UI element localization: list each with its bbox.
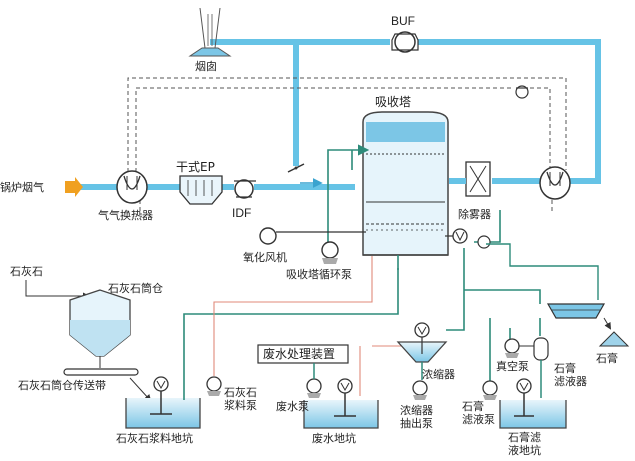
absorber-label: 吸收塔: [375, 95, 411, 109]
gypsum-filtrate-pump-line1: 石膏: [462, 399, 484, 413]
oxidation-fan-label: 氧化风机: [243, 250, 287, 264]
gas-heat-exchanger-icon: [116, 170, 148, 204]
chimney-icon: [188, 7, 232, 57]
limestone-silo-icon: [69, 289, 131, 368]
dry-ep-label: 干式EP: [176, 160, 215, 174]
absorber-circ-pump-icon: [321, 241, 339, 264]
reheat-exchanger-icon: [539, 166, 571, 200]
buf-label: BUF: [391, 14, 415, 28]
gypsum-filtrate-pump-line2: 滤液泵: [462, 412, 495, 426]
slurry-feed-line: [183, 268, 399, 400]
dry-ep-icon: [179, 175, 223, 205]
limestone-label: 石灰石: [10, 264, 43, 278]
damper-icon: [287, 163, 305, 173]
silo-conveyor-icon: [63, 368, 152, 402]
silo-conveyor-label: 石灰石筒仓传送带: [18, 378, 106, 392]
absorber-circ-pump-label: 吸收塔循环泵: [286, 267, 352, 281]
wastewater-pump-icon: [306, 363, 322, 398]
thickener-pump-label: 浓缩器抽出泵: [400, 404, 433, 430]
vacuum-pump-label: 真空泵: [496, 359, 529, 373]
absorber-agitator-icon: [445, 228, 491, 249]
gypsum-filtrate-pump-icon: [482, 380, 498, 400]
gypsum-filtrate-pit-icon: [499, 378, 567, 429]
vacuum-pump-icon: [504, 338, 534, 358]
gypsum-filter-label: 石膏滤液器: [554, 361, 587, 388]
thickener-pump-line1: 浓缩器: [400, 404, 433, 417]
gypsum-filtrate-pit-label: 石膏滤液地坑: [508, 430, 541, 457]
gypsum-filter-icon: [546, 303, 612, 330]
limestone-silo-label: 石灰石筒仓: [108, 281, 163, 295]
idf-label: IDF: [232, 206, 251, 220]
mist-eliminator-label: 除雾器: [458, 207, 491, 221]
buf-fan-icon: [391, 31, 419, 53]
boiler-gas-label: 锅炉烟气: [0, 180, 44, 194]
gypsum-pile-icon: [598, 331, 630, 347]
thickener-icon: [396, 322, 448, 380]
limestone-slurry-pump-line2: 浆料泵: [224, 398, 257, 412]
gypsum-feed-line: [486, 243, 599, 300]
wastewater-pit-label: 废水地坑: [312, 431, 356, 445]
wastewater-pit-icon: [303, 378, 379, 429]
gypsum-label: 石膏: [596, 351, 618, 365]
wastewater-pump-label: 废水泵: [276, 399, 309, 413]
inlet-arrow-icon: [65, 177, 83, 197]
gypsum-filtrate-pit-line2: 液地坑: [508, 443, 541, 457]
chimney-label: 烟囱: [195, 59, 217, 73]
wastewater-treatment-box: [257, 344, 349, 364]
gas-ducts: [80, 39, 601, 190]
mist-eliminator-icon: [449, 161, 491, 197]
limestone-slurry-pump-line1: 石灰石: [224, 385, 257, 399]
limestone-slurry-pump-label: 石灰石浆料泵: [224, 385, 257, 412]
gas-heat-exchanger-label: 气气换热器: [98, 208, 153, 222]
gypsum-filter-line2: 滤液器: [554, 374, 587, 388]
limestone-slurry-pit-label: 石灰石浆料地坑: [116, 431, 193, 445]
thickener-label: 浓缩器: [422, 368, 455, 381]
dashed-lines: [127, 77, 567, 215]
dashed-fan-icon: [515, 85, 529, 99]
limestone-feed-line: [25, 280, 90, 300]
thickener-pump-line2: 抽出泵: [400, 416, 433, 430]
limestone-slurry-pit-icon: [125, 376, 201, 429]
filtrate-receiver-icon: [533, 337, 549, 398]
gypsum-filtrate-pump-label: 石膏滤液泵: [462, 399, 495, 426]
absorber-tower-icon: [362, 111, 449, 256]
oxidation-fan-icon: [259, 227, 366, 245]
gypsum-filtrate-pit-line1: 石膏滤: [508, 430, 541, 444]
wastewater-treatment-label: 废水处理装置: [263, 346, 335, 361]
gypsum-filter-line1: 石膏: [554, 361, 576, 375]
thickener-pump-icon: [412, 380, 428, 400]
idf-fan-icon: [234, 179, 256, 199]
slurry-lines-right: [446, 248, 541, 400]
limestone-slurry-pump-icon: [206, 376, 222, 396]
